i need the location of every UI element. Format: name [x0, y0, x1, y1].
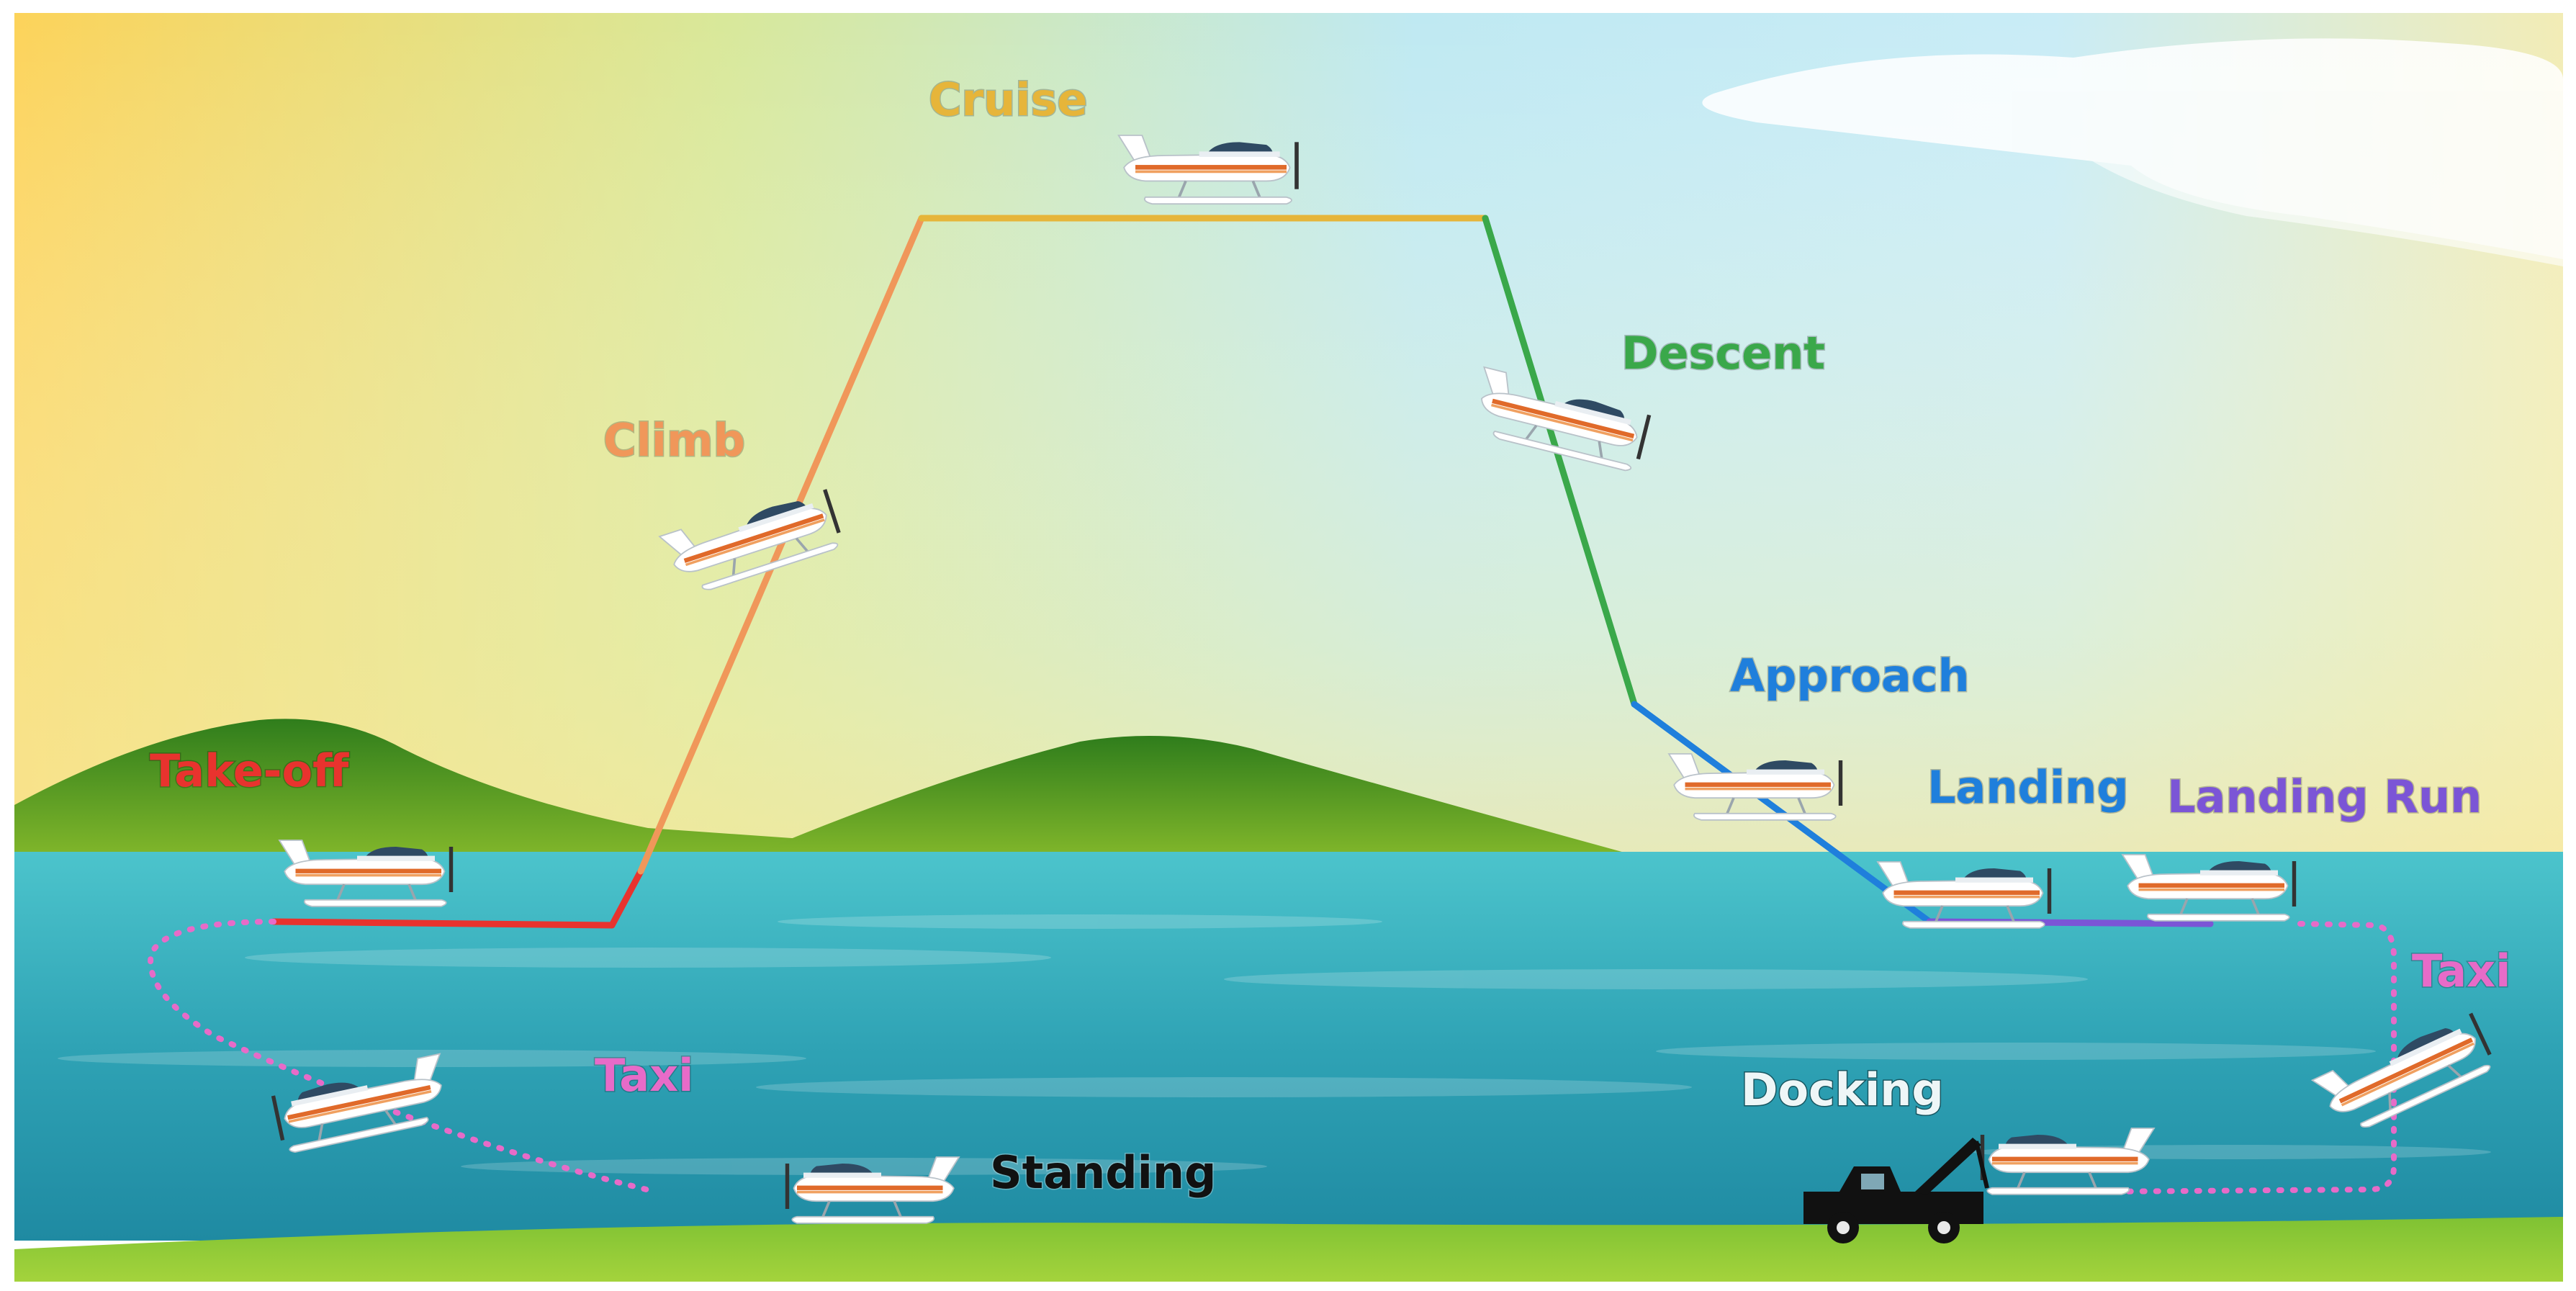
- label-approach: Approach: [1730, 649, 1970, 702]
- tow-truck-icon: [1803, 1138, 1989, 1243]
- climb-path: [637, 215, 925, 875]
- label-descent: Descent: [1621, 327, 1825, 379]
- lake: [14, 852, 2563, 1241]
- takeoff-path: [270, 868, 644, 929]
- left-hill: [14, 719, 1008, 853]
- label-landing: Landing: [1927, 761, 2129, 814]
- label-cruise: Cruise: [929, 73, 1087, 126]
- label-docking: Docking: [1741, 1063, 1944, 1116]
- label-taxi-out: Taxi: [595, 1049, 693, 1102]
- center-hill: [756, 736, 1627, 853]
- label-taxi-in: Taxi: [2412, 945, 2510, 997]
- label-standing: Standing: [990, 1146, 1216, 1199]
- label-landing-run: Landing Run: [2167, 770, 2482, 823]
- taxi-out-path: [148, 919, 658, 1195]
- clouds: [1702, 38, 2563, 266]
- descent-path: [1482, 215, 1638, 708]
- phase-labels: Cruise Descent Climb Approach Take-off L…: [149, 73, 2512, 1200]
- shore-grass: [14, 1217, 2563, 1282]
- label-climb: Climb: [603, 414, 745, 467]
- water-ripples: [58, 914, 2491, 1175]
- label-takeoff: Take-off: [150, 745, 349, 797]
